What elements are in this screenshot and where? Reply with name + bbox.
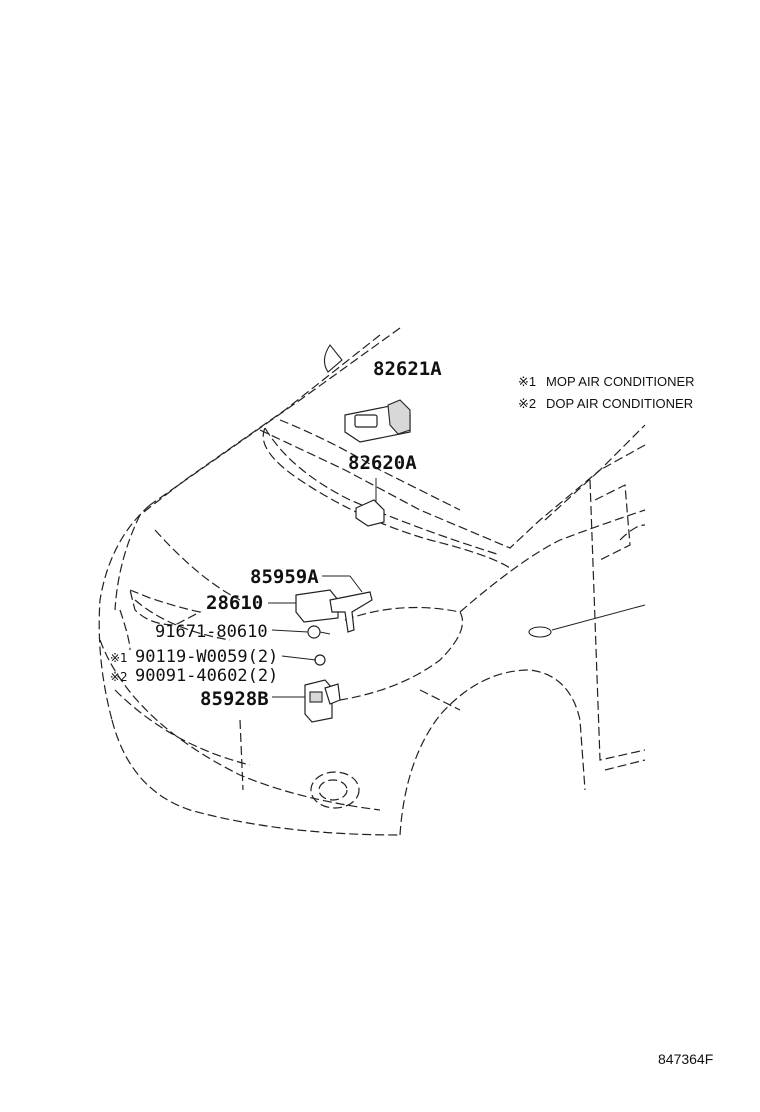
legend-mark-2: ※2 <box>518 396 536 411</box>
leader-lines <box>268 575 363 698</box>
part-91671-illustration <box>307 625 331 639</box>
legend-mark-1: ※1 <box>518 374 536 389</box>
part-number-82620A: 82620A <box>348 452 417 474</box>
part-82621A-illustration <box>344 399 411 443</box>
part-number-85959A: 85959A <box>250 566 319 588</box>
part-number-90119-W0059: 90119-W0059(2) <box>135 647 278 667</box>
part-90119-illustration <box>314 654 326 666</box>
part-number-91671-80610: 91671-80610 <box>155 622 268 642</box>
part-number-85928B: 85928B <box>200 688 269 710</box>
mark-2: ※2 <box>110 670 128 684</box>
part-number-82621A: 82621A <box>373 358 442 380</box>
part-82620A-illustration <box>355 478 385 527</box>
part-85928B-illustration <box>304 679 341 723</box>
legend: ※1 MOP AIR CONDITIONER ※2 DOP AIR CONDIT… <box>518 374 695 411</box>
part-number-90091-40602: 90091-40602(2) <box>135 666 278 686</box>
legend-text-2: DOP AIR CONDITIONER <box>546 396 693 411</box>
legend-text-1: MOP AIR CONDITIONER <box>546 374 695 389</box>
illustration-code: 847364F <box>658 1051 713 1067</box>
part-number-28610: 28610 <box>206 592 263 614</box>
part-28610-illustration <box>295 589 373 633</box>
mark-1: ※1 <box>110 651 128 665</box>
